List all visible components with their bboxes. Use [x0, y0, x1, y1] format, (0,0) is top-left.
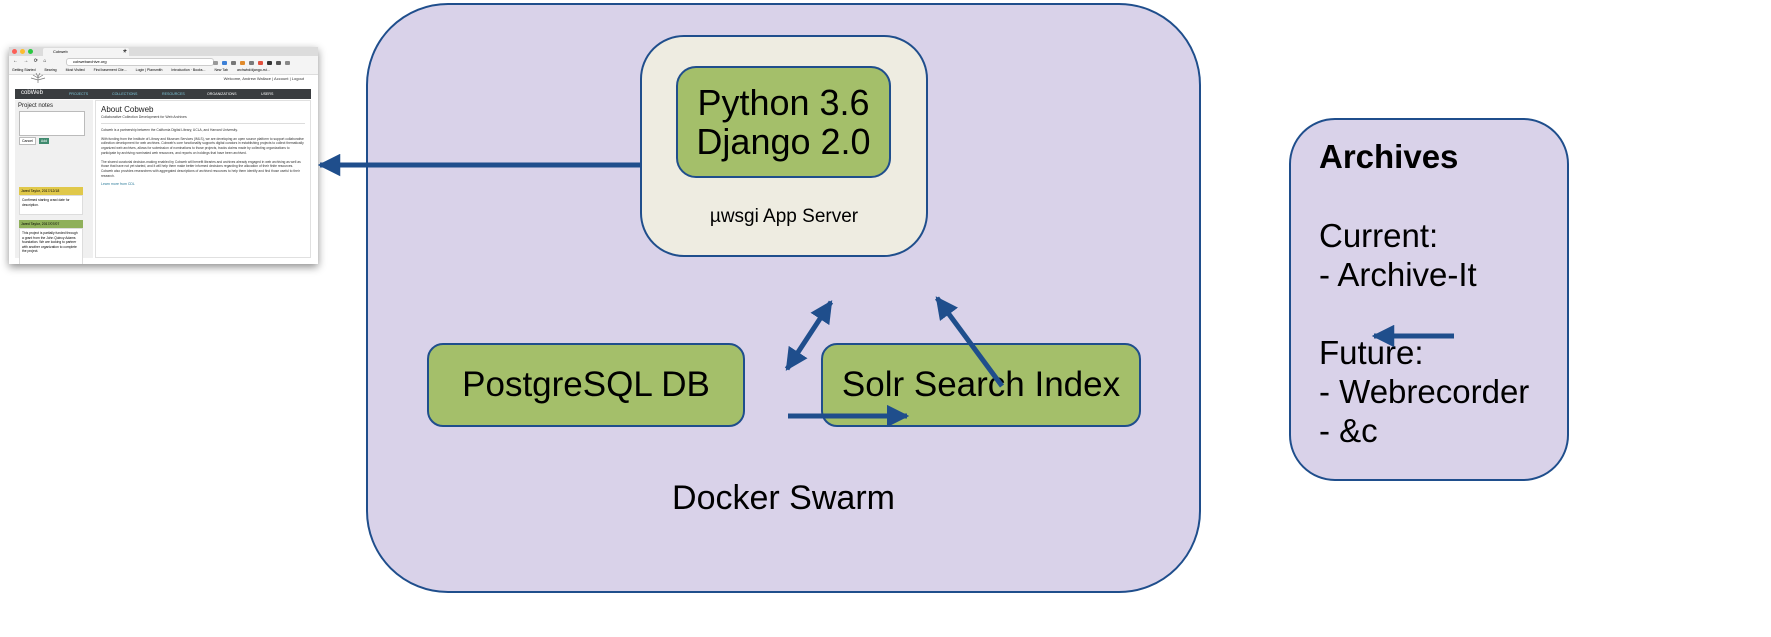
project-notes-panel: Project notes Cancel Add Jared Taylor, 2… [15, 100, 93, 264]
archives-box [1289, 118, 1569, 481]
add-button: Add [38, 138, 50, 144]
learn-more-link: Learn more from CDL [101, 182, 135, 187]
tab-close-icon: × [123, 49, 126, 55]
welcome-text: Welcome, Andrew Wallace | Account | Logo… [223, 76, 304, 81]
note-header: Jared Taylor, 2017/12/18 [19, 187, 83, 195]
bookmark-item: Bearing [44, 68, 57, 72]
about-subtitle: Collaborative Collection Development for… [101, 115, 187, 119]
about-paragraph: With funding from the Institute of Libra… [101, 136, 304, 155]
maximize-window-dot [28, 49, 33, 54]
browser-tab-title: Cobweb [53, 49, 68, 54]
browser-screenshot-thumbnail: Cobweb × + ← → ⟳ ⌂ cobwebarchive.org Get… [9, 47, 318, 264]
archives-current-item: - Archive-It [1319, 256, 1477, 293]
browser-tab: Cobweb × [43, 48, 129, 56]
site-navbar: cobWeb PROJECTS COLLECTIONS RESOURCES OR… [15, 89, 311, 99]
note-body: Confirmed starting crawl date for descri… [19, 195, 83, 215]
archives-current-label: Current: [1319, 217, 1439, 254]
postgresql-db-box: PostgreSQL DB [427, 343, 745, 427]
postgres-app-bidirectional-arrow [784, 300, 834, 371]
archives-future-item: - &c [1319, 412, 1378, 449]
browser-tab-bar: Cobweb × + [9, 47, 318, 56]
python-version-label: Python 3.6 [697, 82, 870, 123]
solr-search-index-box: Solr Search Index [821, 343, 1141, 427]
solr-to-app-arrow [934, 296, 1005, 388]
nav-organizations: ORGANIZATIONS [207, 92, 237, 96]
close-window-dot [12, 49, 17, 54]
about-panel: About Cobweb Collaborative Collection De… [95, 100, 311, 258]
nav-collections: COLLECTIONS [112, 92, 138, 96]
django-version-label: Django 2.0 [696, 121, 871, 162]
minimize-window-dot [20, 49, 25, 54]
archives-future-label: Future: [1319, 334, 1424, 371]
bookmark-item: Most Visited [65, 68, 85, 72]
bookmark-item: Login | Plansmith [135, 68, 163, 72]
nav-projects: PROJECTS [69, 92, 89, 96]
about-paragraph: The shared curatorial decision-making en… [101, 159, 301, 178]
nav-resources: RESOURCES [162, 92, 185, 96]
bookmarks-bar: Getting Started Bearing Most Visited Fin… [9, 66, 318, 75]
bookmark-item: Getting Started [12, 68, 36, 72]
browser-nav-icons: ← → ⟳ ⌂ [13, 58, 49, 64]
postgresql-db-label: PostgreSQL DB [462, 365, 710, 404]
cobweb-logo-icon [30, 73, 46, 83]
new-tab-icon: + [123, 48, 128, 55]
archives-title: Archives [1319, 138, 1459, 175]
browser-address-bar: ← → ⟳ ⌂ cobwebarchive.org [9, 56, 318, 66]
solr-search-index-label: Solr Search Index [841, 365, 1121, 404]
bookmark-item: Find basement Clie... [93, 68, 127, 72]
divider [101, 123, 305, 124]
extension-icons [213, 59, 313, 65]
note-body: This project is partially funded through… [19, 228, 83, 264]
python-django-box: Python 3.6 Django 2.0 [676, 66, 891, 178]
about-title: About Cobweb [101, 105, 154, 114]
note-header: Jared Taylor, 2017/07/07 [19, 220, 83, 228]
bookmark-item: New Tab [214, 68, 229, 72]
docker-swarm-label: Docker Swarm [672, 479, 895, 517]
archives-future-item: - Webrecorder [1319, 373, 1530, 410]
about-paragraph: Cobweb is a partnership between the Cali… [101, 128, 238, 132]
project-notes-title: Project notes [18, 103, 54, 109]
site-brand: cobWeb [21, 90, 43, 96]
project-note-textarea [19, 111, 85, 136]
note-buttons: Cancel Add [19, 137, 50, 145]
bookmark-item: archwbd/django-rst... [237, 68, 270, 72]
app-server-label: µwsgi App Server [709, 206, 859, 227]
cancel-button: Cancel [19, 137, 36, 145]
nav-users: USERS [261, 92, 274, 96]
bookmark-item: Introduction · Books... [171, 68, 206, 72]
